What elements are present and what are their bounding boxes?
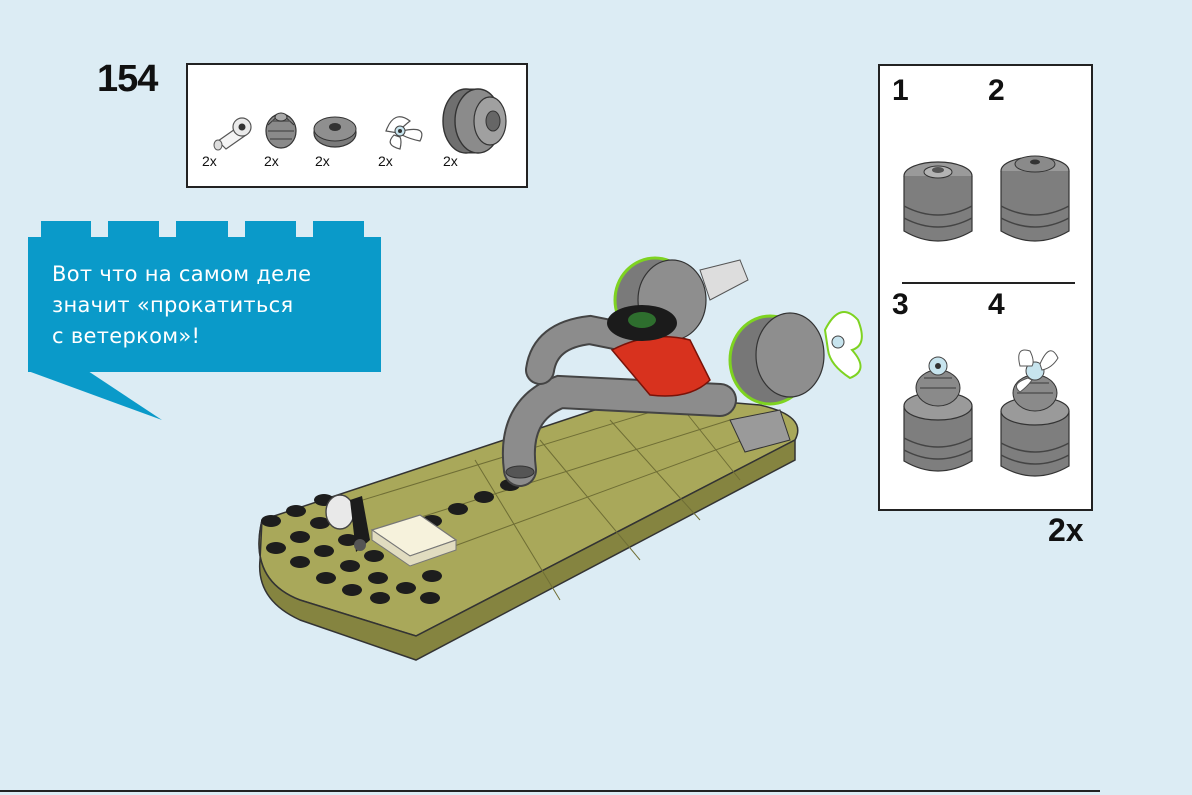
substep-label-2: 2	[988, 74, 1005, 108]
substep-4-wheel-icon	[1001, 350, 1069, 476]
substep-label-1: 1	[892, 74, 909, 108]
substep-1-wheel-icon	[904, 162, 972, 241]
substeps-box: 1 2 3 4	[878, 64, 1093, 511]
substep-multiplier: 2x	[1048, 512, 1084, 549]
footer-divider	[0, 790, 1100, 792]
substep-label-4: 4	[988, 288, 1005, 322]
rear-engine-right	[730, 312, 862, 404]
substep-2-wheel-icon	[1001, 156, 1069, 241]
substep-label-3: 3	[892, 288, 909, 322]
substep-3-wheel-icon	[904, 357, 972, 471]
